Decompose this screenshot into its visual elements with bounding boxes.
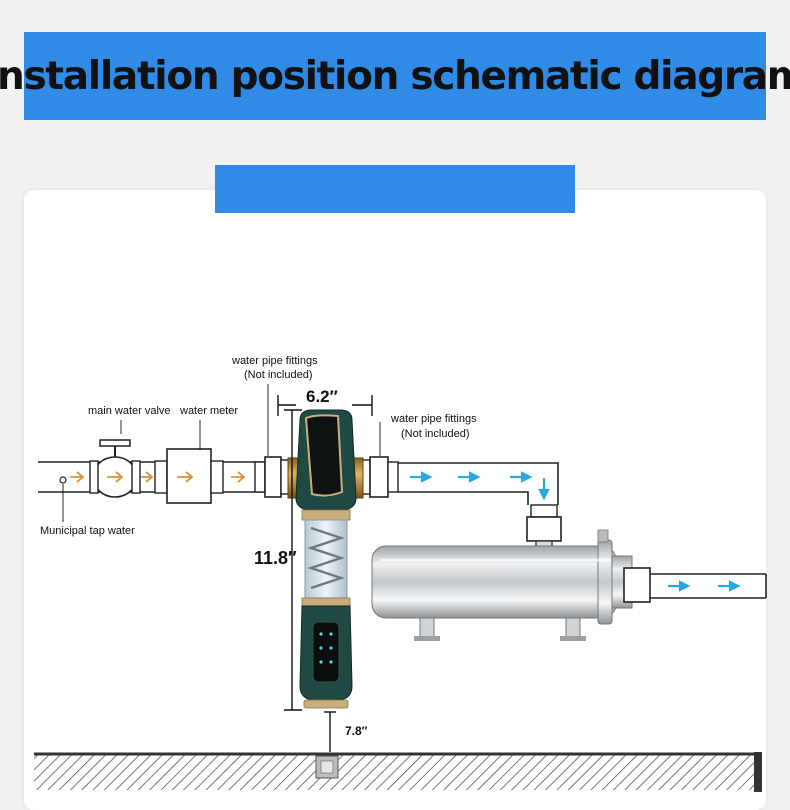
floor	[34, 752, 762, 792]
left-pipe-fitting	[254, 456, 290, 498]
label-fittings-right-line1: water pipe fittings	[390, 413, 477, 425]
dimension-height: 11.8″	[254, 548, 297, 568]
section-bar	[215, 165, 575, 213]
dimension-width: 6.2″	[306, 387, 338, 406]
outlet-pipe	[398, 462, 562, 550]
page-title: Installation position schematic diagram	[0, 53, 790, 99]
diagram-card	[24, 190, 766, 810]
label-fittings-left-line2: (Not included)	[244, 369, 312, 381]
tank-outlet-pipe	[623, 567, 767, 603]
pre-filter	[287, 409, 364, 709]
label-fittings-left-line1: water pipe fittings	[231, 355, 318, 367]
water-meter	[154, 448, 224, 504]
title-banner: Installation position schematic diagram	[0, 32, 790, 120]
dimension-floor-gap: 7.8″	[345, 724, 368, 738]
main-water-valve	[89, 439, 141, 498]
label-main-water-valve: main water valve	[88, 405, 171, 417]
right-pipe-fitting	[361, 456, 399, 498]
label-water-meter: water meter	[179, 405, 238, 417]
label-fittings-right-line2: (Not included)	[401, 428, 469, 440]
dimension-lines	[277, 395, 373, 752]
label-municipal-tap-water: Municipal tap water	[40, 525, 135, 537]
leader-lines	[62, 384, 381, 522]
stainless-steel-tank	[371, 529, 633, 641]
outlet-flow-arrows	[410, 471, 550, 501]
inlet-flow-arrows	[70, 471, 246, 483]
